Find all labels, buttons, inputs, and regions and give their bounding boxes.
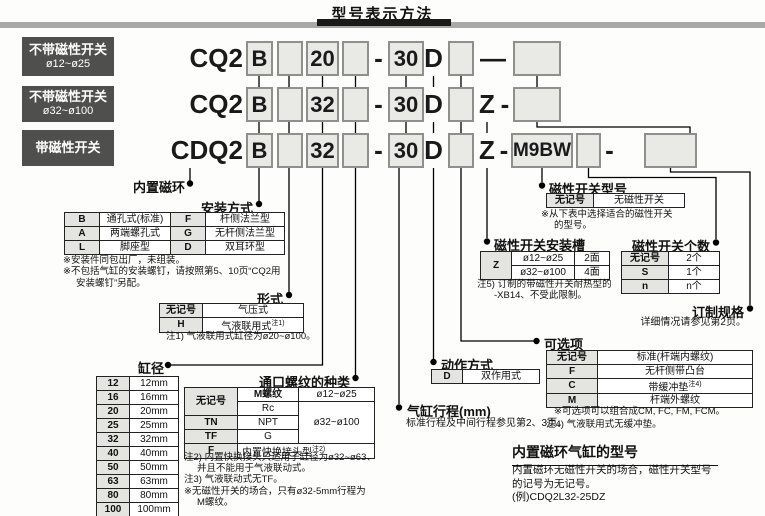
switch-groove-notes: 注5) 订制的带磁性开关耐热型的 -XB14、不受此限制。 — [477, 278, 612, 301]
model3-switch-qty-box — [576, 133, 601, 168]
model2-mto-box — [513, 87, 561, 122]
switch-groove-table: Z ø12~ø25 2面 ø32~ø100 4面 — [480, 250, 610, 280]
model1-style-box — [277, 41, 303, 76]
made-to-order-title: 订制规格 — [691, 304, 744, 320]
model3-style-box — [277, 133, 303, 168]
options-note-combine: ※可选项可以组合成CM, FC, FM, FCM。 — [554, 405, 726, 417]
model3-option-box — [448, 133, 474, 168]
action-table: D 双作用式 — [431, 369, 540, 384]
model3-mounting-box: B — [246, 133, 273, 168]
switch-qty-title: 磁性开关个数 — [631, 238, 710, 254]
style-note: 注1) 气液联用式缸径为ø20~ø100。 — [166, 330, 316, 342]
model2-action-letter: D — [424, 89, 443, 119]
model2-groove-letter: Z — [479, 89, 495, 119]
made-to-order-note: 详细情况请参见第2页。 — [640, 316, 746, 328]
model1-stroke-box: 30 — [388, 41, 424, 76]
tag-no-switch-large: 不带磁性开关 ø32~ø100 — [22, 86, 114, 122]
model3-stroke-box: 30 — [388, 133, 424, 168]
model2-dash2: - — [500, 89, 510, 119]
builtin-model-title: 内置磁环气缸的型号 — [512, 442, 718, 466]
stroke-note: 标准行程及中间行程参见第2、3页。 — [406, 417, 568, 429]
model1-bore-box: 20 — [306, 41, 339, 76]
bore-title: 缸径 — [137, 361, 164, 376]
model2-dash: - — [374, 89, 383, 119]
model3-port-box — [342, 133, 369, 168]
builtin-magnet-label: 内置磁环 — [132, 179, 185, 195]
page-title: 型号表示方法 — [331, 6, 434, 23]
builtin-model-body: 内置磁环无磁性开关的场合，磁性开关型号 的记号为无记号。 (例)CDQ2L32-… — [512, 464, 712, 503]
model3-dash: - — [374, 135, 383, 165]
model2-stroke-box: 30 — [388, 87, 424, 122]
model1-port-box — [342, 41, 369, 76]
model1-long-dash: — — [480, 43, 506, 73]
switch-model-table: 无记号 无磁性开关 — [546, 192, 685, 208]
tag-with-switch: 带磁性开关 — [22, 130, 114, 166]
style-table: 无记号 气压式 H 气液联用式注1) — [159, 302, 304, 333]
switch-model-notes: ※从下表中选择适合的磁性开关 的型号。 — [541, 208, 673, 231]
options-table: 无记号 标准(杆端内螺纹) F 无杆侧带凸台 C 带缓冲垫注4) M 杆端外螺纹 — [546, 349, 753, 408]
mounting-table: B 通孔式(标准) F 杆侧法兰型 A 两端螺孔式 G 无杆侧法兰型 L 脚座型… — [64, 211, 285, 255]
port-thread-notes: 注2) 内置快换接头只适用于缸径为ø32~ø63、 并且不能用于气液联动式。 注… — [184, 451, 376, 509]
model3-switch-model-box: M9BW — [511, 133, 573, 168]
model1-mounting-box: B — [246, 41, 273, 76]
model1-mto-box — [513, 41, 561, 76]
stroke-title: 气缸行程(mm) — [407, 404, 491, 419]
model1-prefix: CQ2 — [189, 43, 243, 73]
model1-action-letter: D — [424, 43, 443, 73]
model2-option-box — [448, 87, 474, 122]
options-title: 可选项 — [544, 337, 584, 352]
model2-port-box — [342, 87, 369, 122]
port-thread-title: 通口螺纹的种类 — [258, 374, 350, 390]
model2-prefix: CQ2 — [189, 89, 243, 119]
model3-action-letter: D — [424, 135, 443, 165]
model2-style-box — [277, 87, 303, 122]
model2-bore-box: 32 — [306, 87, 339, 122]
model3-bore-box: 32 — [306, 133, 339, 168]
switch-groove-title: 磁性开关安装槽 — [494, 237, 586, 253]
model3-mto-box — [644, 133, 697, 168]
model1-option-box — [448, 41, 474, 76]
tag-no-switch-small: 不带磁性开关 ø12~ø25 — [22, 37, 114, 76]
model3-dash2: - — [499, 135, 509, 165]
port-thread-table: 无记号 M螺纹 ø12~ø25 Rc ø32~ø100 TN NPT TF G … — [184, 386, 375, 459]
model3-dash3: - — [605, 135, 614, 165]
model3-groove-letter: Z — [479, 135, 495, 165]
mounting-notes: ※安装件同包出厂，未组装。 ※不包括气缸的安装螺钉，请按照第5、10页“CQ2用… — [63, 255, 281, 289]
model1-dash: - — [374, 43, 383, 73]
options-note-4: 注4) 气液联用式无缓冲垫。 — [546, 418, 662, 430]
model3-prefix: CDQ2 — [170, 135, 243, 165]
title-underline — [317, 19, 451, 26]
model2-mounting-box: B — [246, 87, 273, 122]
